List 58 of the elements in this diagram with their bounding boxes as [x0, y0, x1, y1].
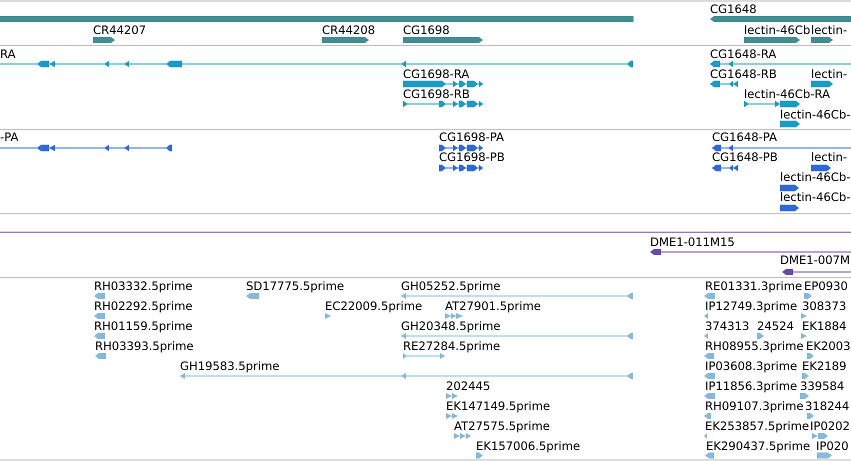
feature-label: EK157006.5prime	[477, 441, 580, 452]
feature-label: CG1698	[404, 25, 449, 34]
feature-label: CG1698-RA	[404, 69, 470, 78]
feature-label: RH08955.3prime	[706, 341, 803, 352]
feature-label: RE01331.3prime	[706, 281, 802, 292]
feature-label: lectin-46Cb-RA	[745, 89, 830, 98]
feature-label: CG1648	[710, 4, 756, 14]
feature-label: 318244	[806, 401, 849, 410]
feature-label: GH20348.5prime	[402, 321, 500, 332]
feature-label: lectin-46Cb	[745, 25, 810, 34]
feature-label: CG1648-RA	[710, 49, 776, 58]
feature-label: AT27575.5prime	[454, 421, 550, 432]
feature-label: CG1698-RB	[404, 89, 469, 98]
feature-label: EK1884	[803, 321, 846, 330]
feature-label: RH09107.3prime	[706, 401, 803, 412]
feature-label: EK290437.5prime	[707, 441, 810, 452]
feature-label: EP0930	[805, 281, 848, 290]
feature-label: CG1698-PA	[440, 132, 504, 142]
feature-label: GH19583.5prime	[180, 361, 279, 372]
feature-label: lectin-46Cb-	[781, 192, 850, 202]
feature-label: SD17775.5prime	[246, 281, 344, 292]
feature-label: DME1-007M	[781, 255, 849, 264]
feature-label: IP0202	[811, 421, 849, 430]
feature-label: 339584	[800, 381, 844, 390]
feature-label: EK147149.5prime	[447, 401, 550, 412]
feature-label: lectin-	[812, 69, 846, 78]
feature-label: RH01159.5prime	[95, 321, 192, 332]
feature-label: CR44208	[322, 25, 374, 34]
feature-label: -PA	[0, 132, 18, 141]
feature-label: IP03608.3prime	[706, 361, 797, 372]
feature-label: 374313	[706, 321, 748, 330]
feature-label: IP020	[817, 441, 848, 450]
feature-label: CG1648-PB	[712, 152, 777, 162]
feature-label: 202445	[446, 381, 490, 390]
feature-label: EC22009.5prime	[326, 301, 422, 312]
feature-label: CR44207	[94, 25, 146, 34]
feature-label: RH02292.5prime	[95, 301, 192, 312]
feature-label: CG1648-RB	[710, 69, 776, 78]
feature-label: IP12749.3prime	[706, 301, 797, 312]
feature-label: lectin-	[812, 25, 846, 34]
feature-label: lectin-46Cb-	[781, 110, 850, 119]
feature-label: EK2189	[803, 361, 846, 370]
feature-label: CG1698-PB	[440, 152, 504, 162]
feature-label: 24524	[758, 321, 794, 330]
feature-label: RA	[1, 50, 16, 58]
feature-label: GH05252.5prime	[402, 281, 500, 292]
feature-label: IP11856.3prime	[706, 381, 797, 392]
feature-label: EK2003	[807, 341, 850, 350]
feature-label: lectin-46Cb-	[781, 172, 850, 182]
feature-label: RH03332.5prime	[95, 281, 192, 292]
feature-label: CG1648-PA	[712, 132, 777, 142]
feature-label: lectin-	[812, 152, 846, 162]
feature-label: AT27901.5prime	[445, 301, 540, 312]
feature-label: RH03393.5prime	[96, 341, 193, 352]
feature-label: RE27284.5prime	[404, 341, 500, 352]
feature-label: EK253857.5prime	[706, 421, 808, 432]
feature-label: 308373	[802, 301, 846, 310]
feature-label: DME1-011M15	[651, 237, 734, 246]
